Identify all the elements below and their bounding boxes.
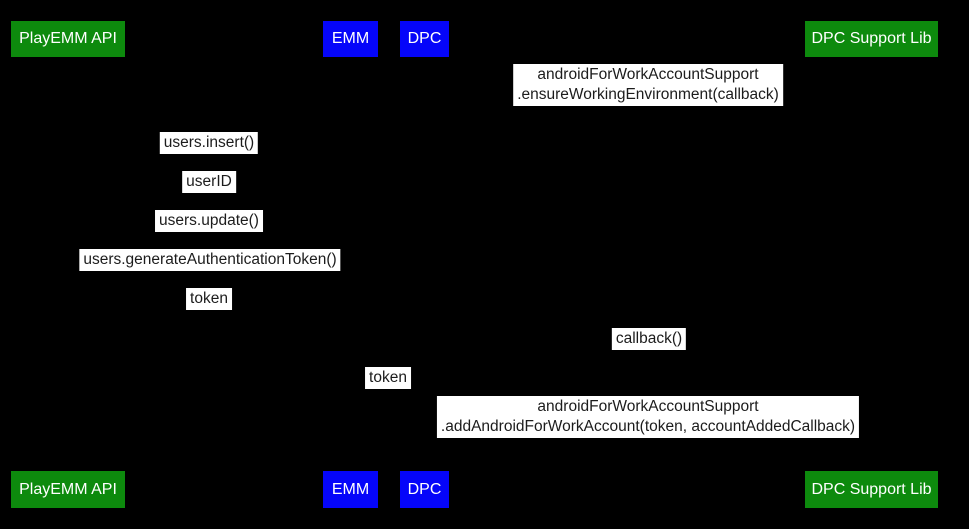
actor-dpc-top: DPC	[400, 21, 449, 57]
message-line: token	[190, 290, 228, 307]
actor-playemm-api-top: PlayEMM API	[11, 21, 125, 57]
actor-label: EMM	[331, 30, 370, 47]
actor-label: DPC Support Lib	[811, 480, 932, 498]
message-user-id: userID	[182, 171, 236, 193]
actor-label: DPC Support Lib	[811, 30, 932, 47]
actor-dpc-support-lib-top: DPC Support Lib	[805, 21, 938, 57]
actor-label: DPC	[407, 480, 442, 498]
message-token-to-dpc: token	[365, 367, 411, 389]
message-token-return-to-emm: token	[186, 288, 232, 310]
message-line: users.insert()	[163, 134, 255, 151]
message-line: userID	[186, 173, 232, 190]
message-line: .addAndroidForWorkAccount(token, account…	[440, 418, 856, 435]
message-users-generate-authentication-token: users.generateAuthenticationToken()	[79, 249, 341, 271]
actor-emm-top: EMM	[323, 21, 378, 57]
actor-label: EMM	[331, 480, 370, 498]
message-line: androidForWorkAccountSupport	[537, 398, 759, 415]
message-line: users.generateAuthenticationToken()	[83, 251, 337, 268]
actor-playemm-api-bottom: PlayEMM API	[11, 471, 125, 508]
message-line: users.update()	[159, 212, 259, 229]
message-callback: callback()	[611, 328, 687, 350]
message-ensure-working-environment: androidForWorkAccountSupport .ensureWork…	[513, 64, 783, 106]
actor-dpc-bottom: DPC	[400, 471, 449, 508]
actor-dpc-support-lib-bottom: DPC Support Lib	[805, 471, 938, 508]
actor-emm-bottom: EMM	[323, 471, 378, 508]
message-users-insert: users.insert()	[159, 132, 259, 154]
message-line: callback()	[615, 330, 683, 347]
actor-label: PlayEMM API	[19, 30, 117, 47]
actor-label: DPC	[407, 30, 442, 47]
message-line: androidForWorkAccountSupport	[537, 66, 759, 83]
message-line: .ensureWorkingEnvironment(callback)	[517, 86, 779, 103]
actor-label: PlayEMM API	[19, 480, 117, 498]
message-line: token	[369, 369, 407, 386]
message-users-update: users.update()	[155, 210, 263, 232]
message-add-android-for-work-account: androidForWorkAccountSupport .addAndroid…	[436, 396, 860, 438]
